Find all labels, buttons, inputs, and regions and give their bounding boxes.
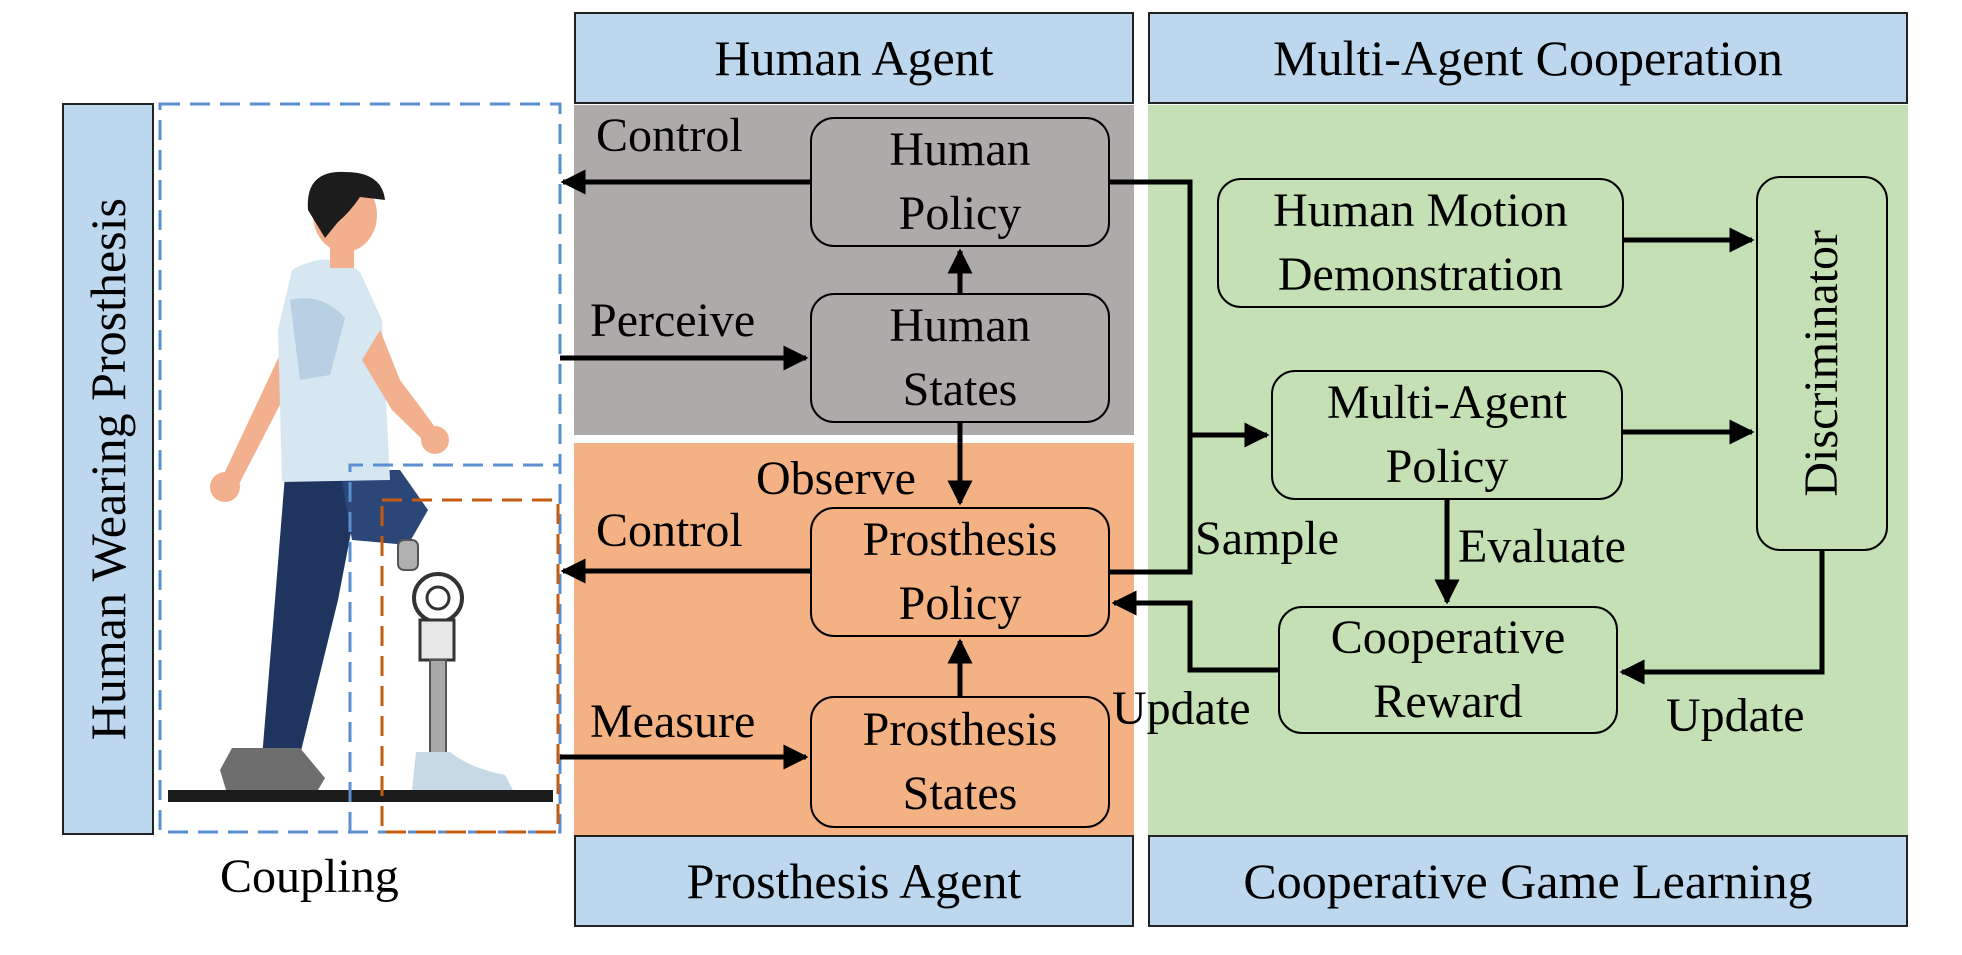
sleeve xyxy=(290,298,345,380)
human-wearing-prosthesis-figure xyxy=(168,171,553,802)
control-top-label: Control xyxy=(596,109,743,162)
sample-connector xyxy=(1110,179,1193,575)
human-states-line1: Human xyxy=(889,299,1031,352)
prosthesis-states-line2: States xyxy=(902,767,1018,820)
left-shoe xyxy=(220,748,325,790)
human-states-node: Human States xyxy=(810,293,1110,423)
perceive-label: Perceive xyxy=(590,294,756,347)
prosthesis-policy-line1: Prosthesis xyxy=(862,513,1058,566)
sample-label: Sample xyxy=(1195,512,1339,565)
ground-line xyxy=(168,790,553,802)
prosthesis-coupling-box xyxy=(380,498,560,834)
human-wearing-prosthesis-header: Human Wearing Prosthesis xyxy=(62,103,154,835)
human-states-line2: States xyxy=(902,363,1018,416)
human-policy-line2: Policy xyxy=(898,187,1022,240)
multi-agent-policy-line2: Policy xyxy=(1385,440,1509,493)
front-hand xyxy=(421,426,449,454)
discriminator-node: Discriminator xyxy=(1756,176,1888,551)
reward-update-arrow xyxy=(1111,590,1278,673)
update-left-label: Update xyxy=(1112,682,1251,735)
front-arm xyxy=(362,330,440,445)
discriminator-update-arrow xyxy=(1619,551,1825,685)
evaluate-label: Evaluate xyxy=(1458,520,1626,573)
cooperative-reward-node: Cooperative Reward xyxy=(1278,606,1618,734)
multi-agent-policy-node: Multi-Agent Policy xyxy=(1271,370,1623,500)
multi-agent-cooperation-header: Multi-Agent Cooperation xyxy=(1148,12,1908,104)
control-bottom-label: Control xyxy=(596,504,743,557)
human-motion-demo-line1: Human Motion xyxy=(1273,184,1568,237)
prosthesis-socket-adapter xyxy=(397,539,419,571)
prosthesis-policy-line2: Policy xyxy=(898,577,1022,630)
human-policy-node: Human Policy xyxy=(810,117,1110,247)
human-coupling-box xyxy=(158,102,562,834)
prosthesis-knee-axis xyxy=(425,585,451,611)
update-right-label: Update xyxy=(1666,689,1805,742)
prosthesis-foot xyxy=(412,752,513,790)
residual-limb xyxy=(340,470,428,545)
human-agent-header: Human Agent xyxy=(574,12,1134,104)
prosthesis-leg-coupling-outline xyxy=(348,463,560,832)
multi-agent-policy-line1: Multi-Agent xyxy=(1327,376,1567,429)
human-motion-demo-line2: Demonstration xyxy=(1277,248,1564,301)
prosthesis-states-line1: Prosthesis xyxy=(862,703,1058,756)
measure-label: Measure xyxy=(590,695,756,748)
observe-label: Observe xyxy=(756,452,916,505)
cooperative-game-learning-header: Cooperative Game Learning xyxy=(1148,835,1908,927)
left-leg-jeans xyxy=(262,475,362,758)
human-motion-demonstration-node: Human Motion Demonstration xyxy=(1217,178,1624,308)
prosthesis-pylon xyxy=(429,659,447,756)
prosthesis-policy-node: Prosthesis Policy xyxy=(810,507,1110,637)
prosthesis-states-node: Prosthesis States xyxy=(810,696,1110,828)
prosthesis-agent-header: Prosthesis Agent xyxy=(574,835,1134,927)
human-policy-line1: Human xyxy=(889,123,1031,176)
coupling-label: Coupling xyxy=(220,850,399,903)
cooperative-reward-line1: Cooperative xyxy=(1330,611,1566,664)
prosthesis-knee-module xyxy=(418,618,456,662)
prosthesis-knee-joint xyxy=(412,572,464,624)
cooperative-reward-line2: Reward xyxy=(1373,675,1523,728)
back-hand xyxy=(210,472,240,502)
hair xyxy=(307,171,385,238)
